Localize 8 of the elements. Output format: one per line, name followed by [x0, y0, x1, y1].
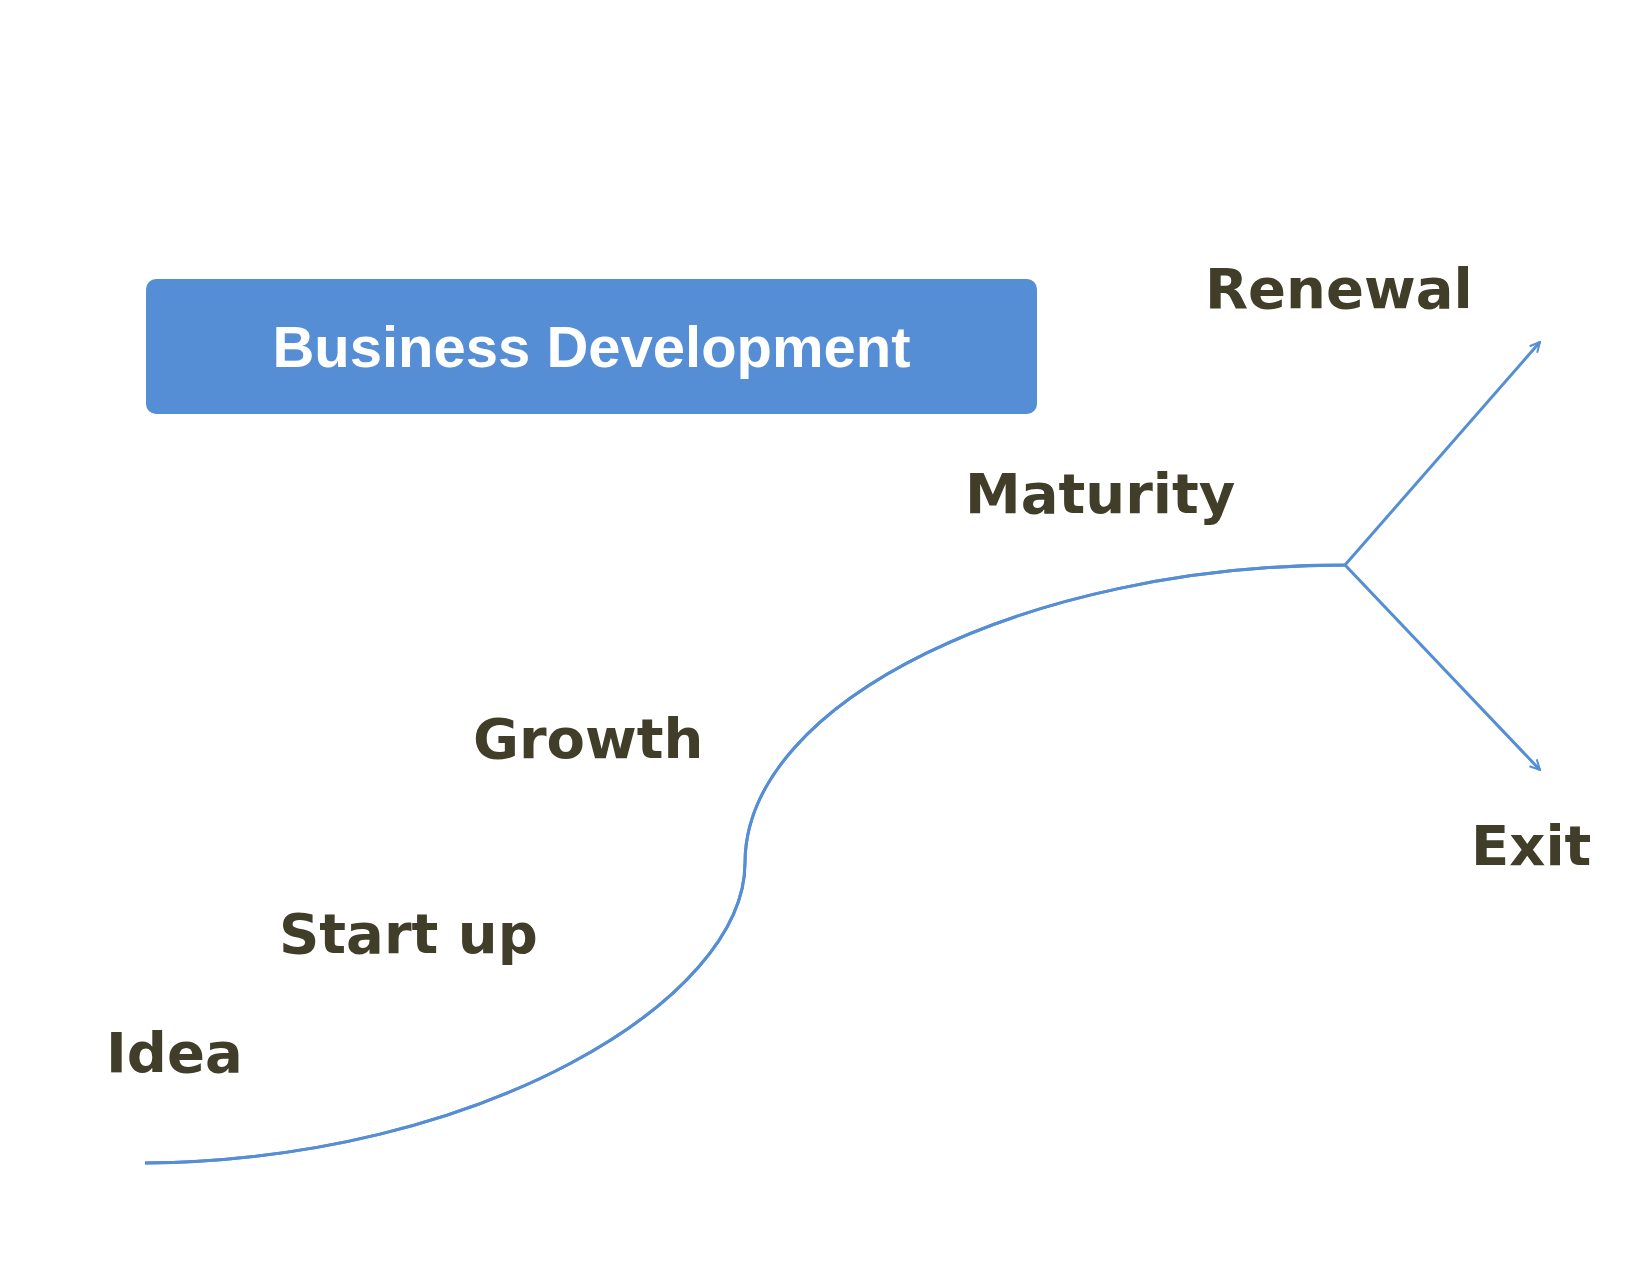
title-banner: Business Development [146, 279, 1037, 414]
stage-label: Growth [473, 708, 704, 770]
stage-label: Maturity [965, 463, 1236, 525]
stage-label: Idea [106, 1022, 243, 1084]
stage-label: Exit [1471, 815, 1592, 877]
stage-label: Start up [279, 903, 538, 965]
stage-label: Renewal [1205, 258, 1473, 320]
arrow [144, 563, 1542, 1165]
